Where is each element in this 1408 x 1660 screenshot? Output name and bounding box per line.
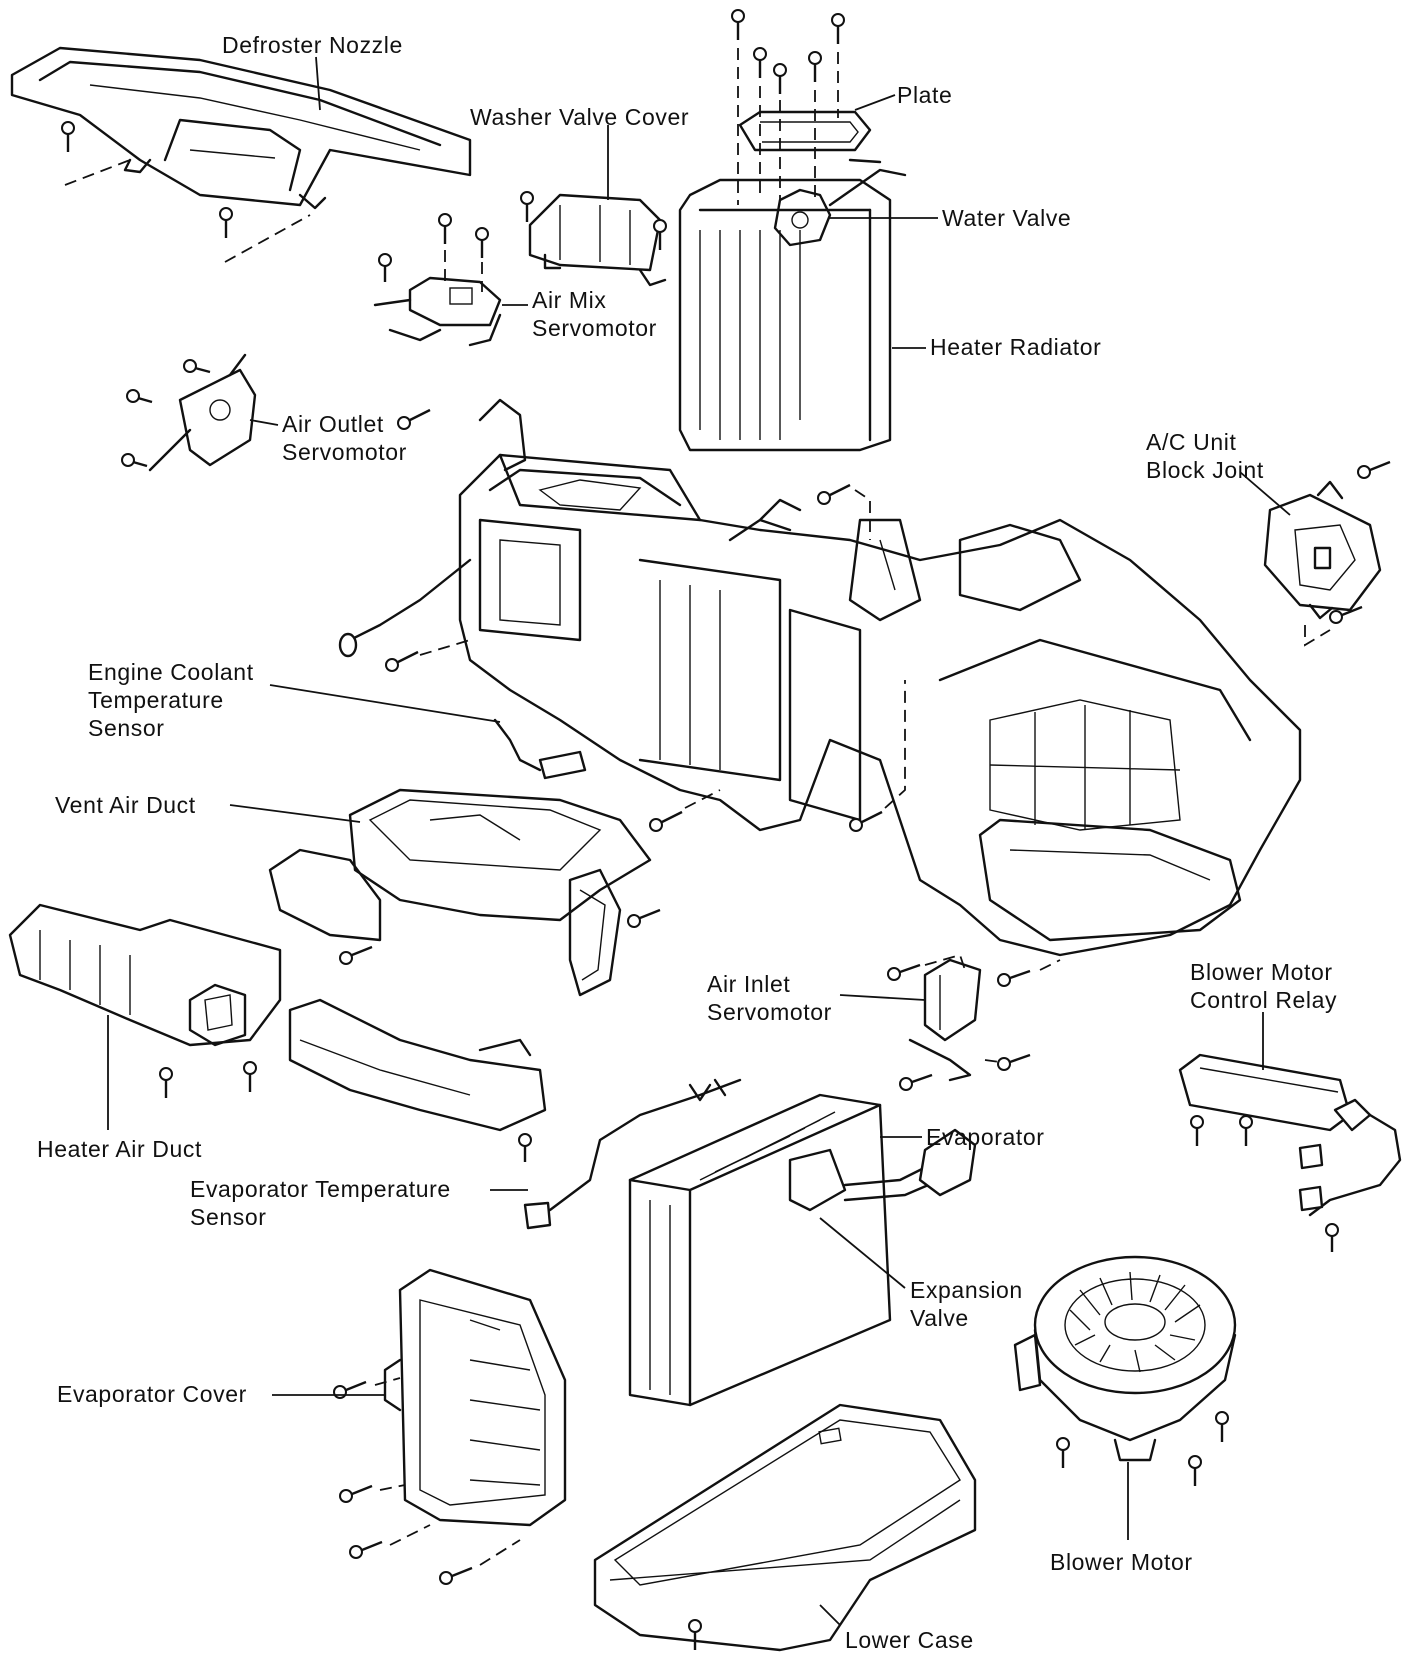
defroster-nozzle-part <box>10 46 472 210</box>
screw-icon <box>475 227 489 258</box>
screw-icon <box>649 810 683 832</box>
engine-coolant-temp-sensor-part <box>493 718 587 780</box>
heater-radiator-part <box>678 178 892 452</box>
screw-icon <box>1188 1455 1202 1486</box>
screw-icon <box>1329 605 1363 624</box>
label-expansion-valve-line2: Valve <box>910 1305 969 1331</box>
screw-icon <box>997 1053 1031 1071</box>
screw-icon <box>1190 1115 1204 1146</box>
screw-icon <box>219 207 233 238</box>
label-air-outlet-servomotor-line2: Servomotor <box>282 439 407 465</box>
label-air-outlet-servomotor-line1: Air Outlet <box>282 411 384 437</box>
label-blower-motor-control-relay-line1: Blower Motor <box>1190 959 1333 985</box>
label-water-valve: Water Valve <box>942 205 1071 231</box>
blower-motor-part <box>1013 1255 1237 1462</box>
lower-case-part <box>593 1403 977 1652</box>
label-blower-motor-control-relay-line2: Control Relay <box>1190 987 1337 1013</box>
screw-icon <box>61 121 75 152</box>
label-heater-air-duct: Heater Air Duct <box>37 1136 202 1162</box>
screw-icon <box>121 453 148 468</box>
label-engine-coolant-line1: Engine Coolant <box>88 659 254 685</box>
screw-icon <box>126 389 153 404</box>
air-outlet-servomotor-part <box>148 353 257 472</box>
label-evaporator: Evaporator <box>926 1124 1045 1150</box>
label-evaporator-temp-sensor-line2: Sensor <box>190 1204 266 1230</box>
screw-icon <box>1239 1115 1253 1146</box>
screw-icon <box>349 1540 383 1559</box>
air-inlet-servomotor-part <box>908 958 982 1082</box>
screw-icon <box>773 63 787 94</box>
washer-valve-cover-part <box>528 193 667 287</box>
screw-icon <box>688 1619 702 1650</box>
screw-icon <box>183 359 211 374</box>
label-plate: Plate <box>897 82 952 108</box>
label-defroster-nozzle: Defroster Nozzle <box>222 32 403 58</box>
main-unit-housing-part <box>458 398 1302 957</box>
screw-icon <box>339 1484 373 1503</box>
labels: Defroster Nozzle Plate Washer Valve Cove… <box>37 32 1337 1653</box>
vent-air-duct-part <box>268 788 652 997</box>
label-evaporator-temp-sensor-line1: Evaporator Temperature <box>190 1176 451 1202</box>
label-ac-unit-block-joint-line2: Block Joint <box>1146 457 1264 483</box>
label-washer-valve-cover: Washer Valve Cover <box>470 104 689 130</box>
blower-motor-control-relay-part <box>1178 1053 1402 1217</box>
label-heater-radiator: Heater Radiator <box>930 334 1101 360</box>
evaporator-temp-sensor-part <box>523 1078 742 1230</box>
evaporator-cover-part <box>383 1268 567 1527</box>
screw-icon <box>997 969 1031 987</box>
screw-icon <box>378 253 392 282</box>
screw-icon <box>817 483 851 505</box>
screw-icon <box>1215 1411 1229 1442</box>
label-engine-coolant-line3: Sensor <box>88 715 164 741</box>
label-air-inlet-servomotor-line2: Servomotor <box>707 999 832 1025</box>
hose-part <box>348 558 472 642</box>
label-evaporator-cover: Evaporator Cover <box>57 1381 247 1407</box>
screw-icon <box>159 1067 173 1098</box>
ac-unit-block-joint-part <box>1263 480 1382 620</box>
evaporator-part <box>628 1093 977 1407</box>
label-air-mix-servomotor-line2: Servomotor <box>532 315 657 341</box>
label-engine-coolant-line2: Temperature <box>88 687 224 713</box>
screw-icon <box>518 1133 532 1162</box>
label-ac-unit-block-joint-line1: A/C Unit <box>1146 429 1236 455</box>
label-vent-air-duct: Vent Air Duct <box>55 792 196 818</box>
screw-icon <box>887 963 921 981</box>
screw-icon <box>1357 460 1391 479</box>
label-expansion-valve-line1: Expansion <box>910 1277 1023 1303</box>
heater-air-duct-part <box>8 903 547 1132</box>
label-air-mix-servomotor-line1: Air Mix <box>532 287 606 313</box>
leader-lines <box>107 56 1291 1626</box>
screw-icon <box>808 51 822 82</box>
screw-icon <box>385 650 419 672</box>
hose-end-part <box>338 632 358 658</box>
screw-icon <box>731 9 745 40</box>
label-lower-case: Lower Case <box>845 1627 974 1653</box>
screw-icon <box>831 13 845 44</box>
label-air-inlet-servomotor-line1: Air Inlet <box>707 971 790 997</box>
water-valve-part <box>773 158 907 247</box>
screw-icon <box>899 1073 933 1091</box>
screw-icon <box>1056 1437 1070 1468</box>
screw-icon <box>438 213 452 244</box>
label-blower-motor: Blower Motor <box>1050 1549 1193 1575</box>
screw-icon <box>243 1061 257 1092</box>
screw-icon <box>339 945 373 965</box>
screw-icon <box>753 47 767 78</box>
screw-icon <box>849 810 883 832</box>
screw-icon <box>520 191 534 222</box>
screw-icon <box>653 219 667 250</box>
screw-icon <box>439 1566 473 1585</box>
screw-icon <box>397 408 431 430</box>
screw-icon <box>1325 1223 1339 1252</box>
screw-icon <box>627 908 661 928</box>
air-mix-servomotor-part <box>373 276 502 347</box>
